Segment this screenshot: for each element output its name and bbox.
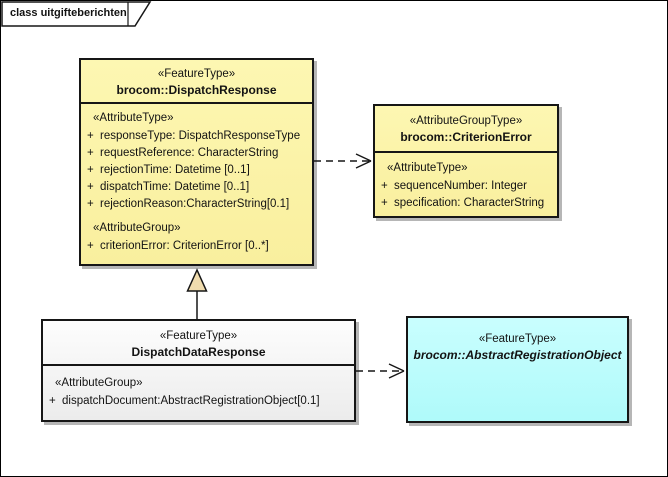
attribute-row: + requestReference: CharacterString (81, 145, 312, 162)
class-box-dispatch-response[interactable]: «FeatureType» brocom::DispatchResponse «… (79, 58, 314, 266)
attribute-row: + criterionError: CriterionError [0..*] (81, 238, 312, 255)
class-stereotype: «FeatureType» (159, 330, 238, 342)
class-attributes-compartment: «AttributeGroup» + dispatchDocument:Abst… (43, 366, 354, 410)
open-arrowhead-icon (355, 153, 372, 169)
attribute-visibility: + (87, 164, 94, 176)
attribute-row: + dispatchTime: Datetime [0..1] (81, 179, 312, 196)
section-heading-attribute-group: «AttributeGroup» (55, 377, 143, 389)
triangle-arrowhead-icon (186, 268, 208, 292)
attribute-text: dispatchDocument:AbstractRegistrationObj… (62, 395, 320, 407)
attribute-text: specification: CharacterString (394, 197, 545, 209)
attribute-visibility: + (87, 147, 94, 159)
attribute-text: dispatchTime: Datetime [0..1] (100, 181, 250, 193)
attribute-visibility: + (87, 240, 94, 252)
class-header: «FeatureType» brocom::AbstractRegistrati… (408, 318, 627, 378)
section-heading-attribute-group: «AttributeGroup» (93, 222, 181, 234)
class-stereotype: «FeatureType» (157, 68, 236, 80)
class-header: «FeatureType» DispatchDataResponse (43, 321, 354, 366)
class-stereotype: «FeatureType» (478, 333, 557, 345)
attribute-row: + specification: CharacterString (375, 195, 557, 212)
class-stereotype: «AttributeGroupType» (409, 115, 523, 127)
class-header: «AttributeGroupType» brocom::CriterionEr… (375, 106, 557, 153)
attribute-row: + sequenceNumber: Integer (375, 178, 557, 195)
attribute-text: criterionError: CriterionError [0..*] (100, 240, 269, 252)
attribute-visibility: + (381, 180, 388, 192)
class-name: DispatchDataResponse (131, 345, 266, 359)
attribute-visibility: + (49, 395, 56, 407)
section-heading-attribute-type: «AttributeType» (93, 112, 174, 124)
attribute-text: rejectionTime: Datetime [0..1] (100, 164, 250, 176)
generalization-connector-dispatchdataresponse-dispatchresponse[interactable] (186, 268, 208, 319)
class-name: brocom::CriterionError (400, 130, 532, 144)
class-attributes-compartment: «AttributeType» + responseType: Dispatch… (81, 104, 312, 255)
attribute-visibility: + (381, 197, 388, 209)
open-arrowhead-icon (388, 363, 405, 379)
frame-tab-label: class uitgifteberichten (10, 7, 127, 19)
attribute-row: + rejectionReason:CharacterString[0.1] (81, 196, 312, 213)
attribute-row: + responseType: DispatchResponseType (81, 128, 312, 145)
class-box-abstract-registration-object[interactable]: «FeatureType» brocom::AbstractRegistrati… (406, 316, 629, 423)
attribute-visibility: + (87, 130, 94, 142)
class-header: «FeatureType» brocom::DispatchResponse (81, 60, 312, 104)
attribute-text: rejectionReason:CharacterString[0.1] (100, 198, 290, 210)
attribute-text: sequenceNumber: Integer (394, 180, 527, 192)
class-box-dispatch-data-response[interactable]: «FeatureType» DispatchDataResponse «Attr… (41, 319, 356, 422)
dependency-connector-dispatchdataresponse-abstractregistrationobject[interactable] (356, 363, 405, 379)
class-box-criterion-error[interactable]: «AttributeGroupType» brocom::CriterionEr… (373, 104, 559, 218)
attribute-text: requestReference: CharacterString (100, 147, 279, 159)
dependency-connector-dispatchresponse-criterionerror[interactable] (314, 153, 372, 169)
attribute-visibility: + (87, 181, 94, 193)
class-attributes-compartment: «AttributeType» + sequenceNumber: Intege… (375, 153, 557, 212)
section-heading-attribute-type: «AttributeType» (387, 162, 468, 174)
attribute-row: + rejectionTime: Datetime [0..1] (81, 162, 312, 179)
attribute-text: responseType: DispatchResponseType (100, 130, 301, 142)
class-name: brocom::AbstractRegistrationObject (413, 348, 622, 362)
attribute-row: + dispatchDocument:AbstractRegistrationO… (43, 393, 354, 410)
attribute-visibility: + (87, 198, 94, 210)
class-name: brocom::DispatchResponse (116, 83, 277, 97)
